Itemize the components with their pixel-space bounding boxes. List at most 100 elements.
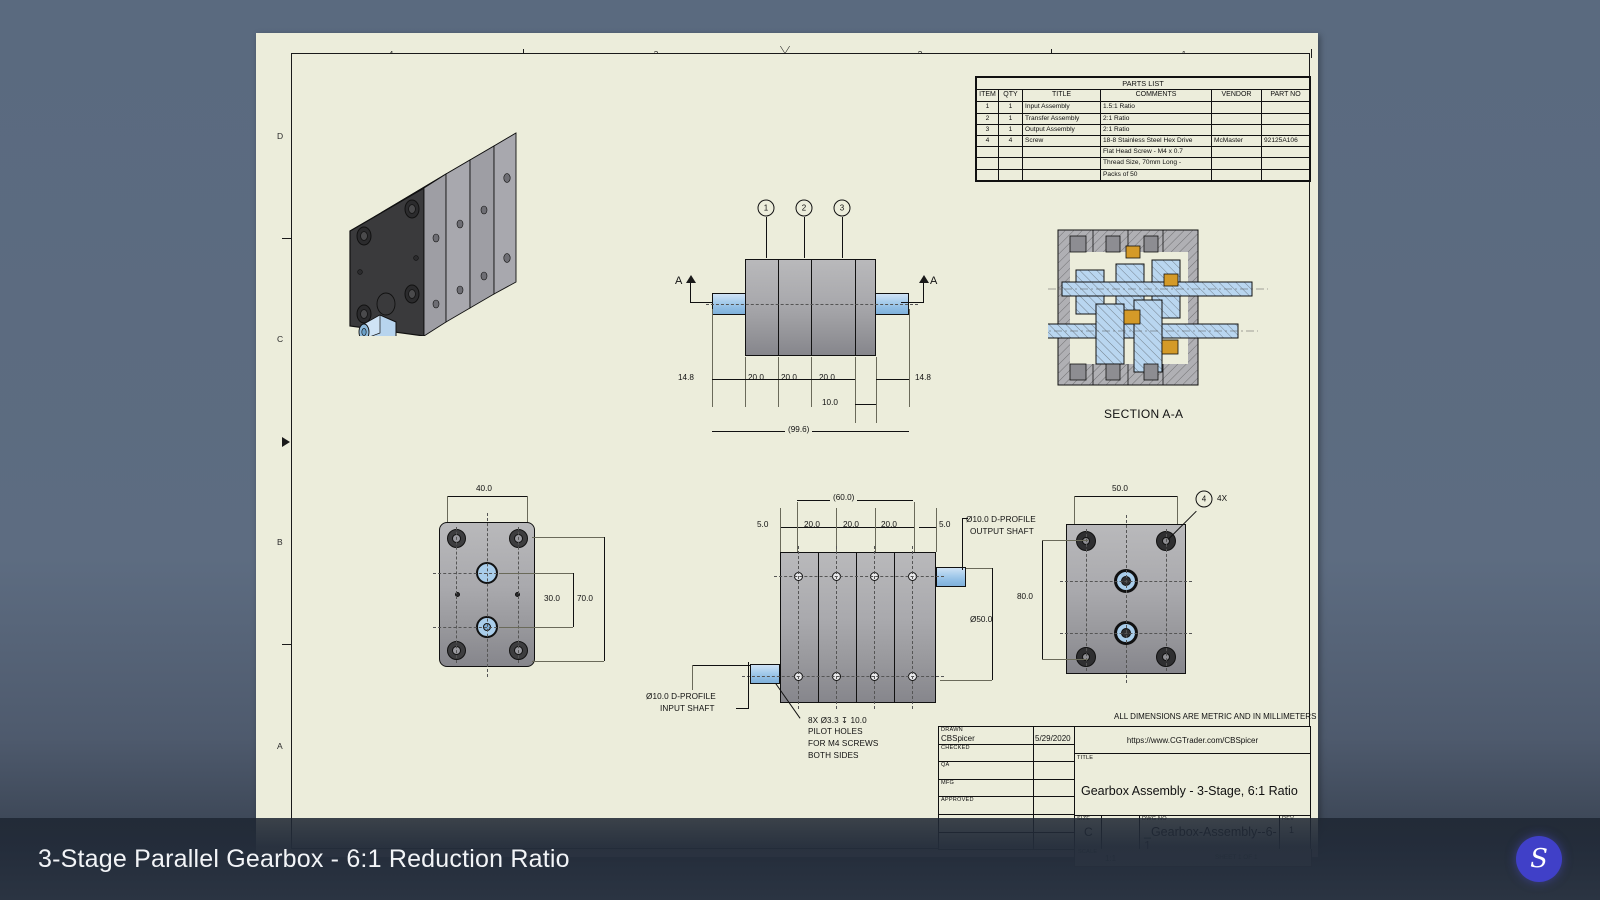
- ext-p-4: [914, 502, 915, 552]
- table-row: 1 1 Input Assembly 1.5:1 Ratio: [976, 101, 1310, 114]
- dim-output-plate: 10.0: [822, 398, 838, 407]
- table-row-cont: Flat Head Screw - M4 x 0.7: [976, 146, 1310, 159]
- drawn-label: DRAWN: [941, 727, 963, 733]
- checked-label: CHECKED: [941, 744, 970, 751]
- dim-right-end: 14.8: [915, 373, 931, 382]
- parts-list-table: PARTS LIST ITEM QTY TITLE COMMENTS VENDO…: [976, 76, 1310, 181]
- left-end-view: 40.0: [427, 479, 627, 709]
- drawn-by: CBSpicer: [941, 733, 975, 743]
- r-bolt-cl-right: [1166, 529, 1167, 671]
- zone-tick-left-1: [282, 238, 291, 239]
- parts-list: PARTS LIST ITEM QTY TITLE COMMENTS VENDO…: [975, 76, 1311, 182]
- plan-vc-4: [912, 546, 913, 709]
- input-shaft-note-line-2: INPUT SHAFT: [660, 704, 715, 713]
- bolt-centerline-right: [518, 527, 519, 663]
- balloon-4[interactable]: 4: [1195, 490, 1213, 508]
- dim-bar-shaft-dia: [992, 568, 993, 680]
- ext-h-1: [532, 537, 604, 538]
- zone-left-c: C: [277, 334, 284, 344]
- col-header-qty: QTY: [998, 89, 1023, 103]
- dim-edge-left: 5.0: [757, 520, 769, 529]
- dim-right-width: 50.0: [1112, 484, 1128, 493]
- ext-bs-2: [499, 627, 573, 628]
- dim-bar-right-width: [1074, 496, 1177, 497]
- signoff-divider: [1033, 727, 1034, 849]
- center-marker-top-inner-icon: [780, 45, 790, 53]
- ext-rh-2: [1042, 659, 1088, 660]
- stage-divider-2: [811, 259, 812, 356]
- zone-tick-left-2: [282, 644, 291, 645]
- ext-h-2: [532, 661, 604, 662]
- dim-bar-edge-left: [780, 527, 797, 528]
- balloon-3[interactable]: 3: [833, 199, 851, 217]
- plan-vc-1: [798, 546, 799, 709]
- ext-p-5: [936, 508, 937, 552]
- input-shaft-leader: [748, 662, 749, 709]
- cell-item: 2: [976, 112, 999, 125]
- dim-edge-right: 5.0: [939, 520, 951, 529]
- dim-left-end: 14.8: [678, 373, 694, 382]
- ext-p-3: [875, 508, 876, 552]
- dim-pitch-1: 20.0: [804, 520, 820, 529]
- cell-part-no: [1261, 112, 1310, 125]
- stage-divider-1: [778, 259, 779, 356]
- ext-rw-2: [1177, 496, 1178, 530]
- ext-rw-1: [1074, 496, 1075, 530]
- caption-title: 3-Stage Parallel Gearbox - 6:1 Reduction…: [38, 844, 570, 873]
- ext-lw-2: [527, 496, 528, 526]
- r-centerline-v: [1126, 515, 1127, 683]
- section-mark-left-foot: [690, 302, 712, 303]
- gearbox-body: [745, 259, 876, 356]
- cell-title: Input Assembly: [1022, 101, 1101, 114]
- brand-logo-icon[interactable]: S: [1516, 836, 1562, 882]
- col-header-comments: COMMENTS: [1100, 89, 1212, 103]
- dim-stage-3: 20.0: [819, 373, 835, 382]
- plan-vc-2: [836, 546, 837, 709]
- ext-line-c: [778, 357, 779, 407]
- ext-bs-1: [499, 573, 573, 574]
- table-row-cont: Thread Size, 70mm Long -: [976, 157, 1310, 170]
- centerline-h-1: [433, 573, 543, 574]
- centerline-v: [487, 513, 488, 677]
- centerline-h-2: [433, 627, 543, 628]
- ext-p-1: [797, 502, 798, 552]
- dim-bar-stage3: [811, 379, 855, 380]
- cell-part-no: 92125A106: [1261, 134, 1310, 148]
- balloon-leader-3: [842, 217, 843, 258]
- parts-list-heading: PARTS LIST: [976, 76, 1310, 91]
- cell-item: 4: [976, 134, 999, 148]
- drawing-url[interactable]: https://www.CGTrader.com/CBSpicer: [1075, 727, 1310, 754]
- dim-stage-2: 20.0: [781, 373, 797, 382]
- cell-item: 3: [976, 123, 999, 136]
- cell-qty: 1: [998, 112, 1023, 125]
- ext-p-0: [780, 508, 781, 552]
- signoff-row-drawn: DRAWN CBSpicer 5/29/2020: [939, 727, 1074, 745]
- dim-bar-height: [604, 537, 605, 661]
- cell-part-no: [1261, 123, 1310, 136]
- balloon-1[interactable]: 1: [757, 199, 775, 217]
- dim-bar-stage2: [778, 379, 811, 380]
- dim-bar-pitch2: [836, 527, 875, 528]
- center-marker-left-icon: [282, 437, 290, 447]
- signoff-row-checked: CHECKED: [939, 745, 1074, 763]
- dim-bolt-spacing: 30.0: [544, 594, 560, 603]
- sheet-border: 1 2 3 A A: [291, 53, 1316, 867]
- title-label: TITLE: [1077, 755, 1094, 761]
- col-header-vendor: VENDOR: [1211, 89, 1262, 103]
- cell-comments: 2:1 Ratio: [1100, 123, 1212, 136]
- centerline-horizontal: [706, 304, 918, 305]
- stage-divider-3: [855, 259, 856, 356]
- cell-title: Transfer Assembly: [1022, 112, 1101, 125]
- section-title: SECTION A-A: [1104, 407, 1184, 421]
- section-aa-view: [1048, 229, 1268, 386]
- dim-bar-left-width: [447, 496, 527, 497]
- balloon-2[interactable]: 2: [795, 199, 813, 217]
- ext-rh-1: [1042, 540, 1088, 541]
- cell-title: Output Assembly: [1022, 123, 1101, 136]
- input-shaft-note-line-1: Ø10.0 D-PROFILE: [646, 692, 716, 701]
- cell-qty: 1: [998, 101, 1023, 114]
- dim-bar-pitch3: [875, 527, 914, 528]
- pilot-hole-right: [515, 592, 520, 597]
- plan-centerline-top: [774, 576, 944, 577]
- zone-left-a: A: [277, 741, 283, 751]
